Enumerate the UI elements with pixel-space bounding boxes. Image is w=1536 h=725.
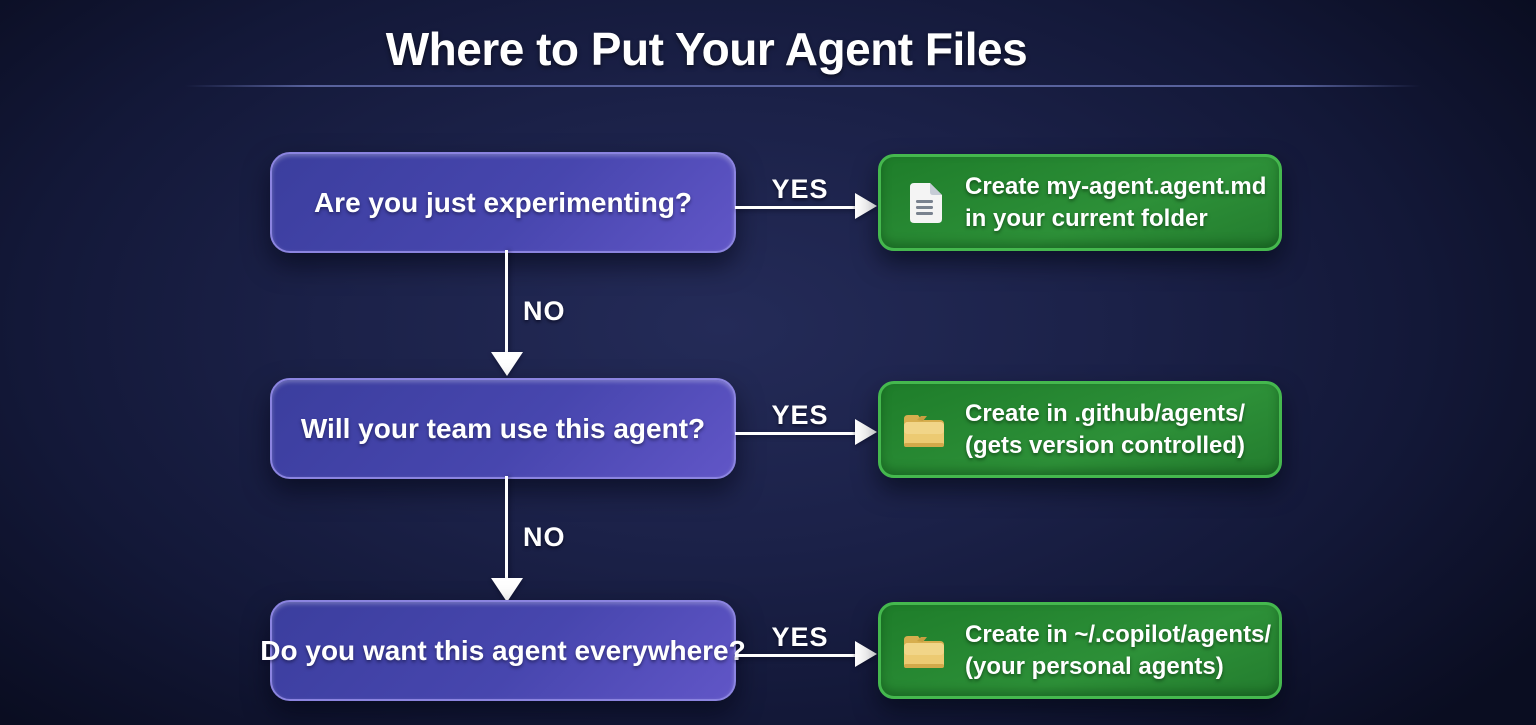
yes-label-3: YES <box>771 622 829 652</box>
yes-arrow-head-1 <box>855 193 877 219</box>
yes-label-2: YES <box>771 400 829 430</box>
page-title: Where to Put Your Agent Files <box>385 23 1028 75</box>
yes-arrow-line-1 <box>735 206 856 209</box>
question-box-team-use: Will your team use this agent? <box>270 378 736 479</box>
answer-line-1: Create my-agent.agent.md <box>965 172 1267 200</box>
answer-line-2: in your current folder <box>965 204 1208 232</box>
document-icon <box>900 179 948 227</box>
yes-label-1: YES <box>771 174 829 204</box>
answer-line-2: (your personal agents) <box>965 652 1224 680</box>
answer-box-current-folder: Create my-agent.agent.md in your current… <box>878 154 1282 251</box>
yes-arrow-line-3 <box>735 654 856 657</box>
question-box-experimenting: Are you just experimenting? <box>270 152 736 253</box>
yes-arrow-head-3 <box>855 641 877 667</box>
answer-text: Create in ~/.copilot/agents/ (your perso… <box>965 619 1271 683</box>
question-text: Are you just experimenting? <box>313 186 693 218</box>
folder-icon <box>900 406 948 454</box>
question-box-agent-everywhere: Do you want this agent everywhere? <box>260 600 746 701</box>
yes-arrow-line-2 <box>735 432 856 435</box>
no-arrow-line-1 <box>505 250 508 352</box>
answer-text: Create in .github/agents/ (gets version … <box>965 398 1245 462</box>
answer-line-1: Create in ~/.copilot/agents/ <box>965 620 1272 648</box>
question-text: Will your team use this agent? <box>300 412 706 444</box>
answer-text: Create my-agent.agent.md in your current… <box>965 171 1266 235</box>
no-arrow-line-2 <box>505 476 508 578</box>
yes-arrow-head-2 <box>855 419 877 445</box>
answer-line-1: Create in .github/agents/ <box>965 399 1246 427</box>
folder-icon <box>900 627 948 675</box>
answer-box-copilot-agents: Create in ~/.copilot/agents/ (your perso… <box>878 602 1282 699</box>
answer-line-2: (gets version controlled) <box>965 431 1246 459</box>
no-label-1: NO <box>523 296 566 326</box>
title-divider <box>185 85 1421 87</box>
question-text: Do you want this agent everywhere? <box>260 634 746 666</box>
no-label-2: NO <box>523 522 566 552</box>
no-arrow-head-1 <box>491 352 523 376</box>
no-arrow-head-2 <box>491 578 523 602</box>
answer-box-github-agents: Create in .github/agents/ (gets version … <box>878 381 1282 478</box>
